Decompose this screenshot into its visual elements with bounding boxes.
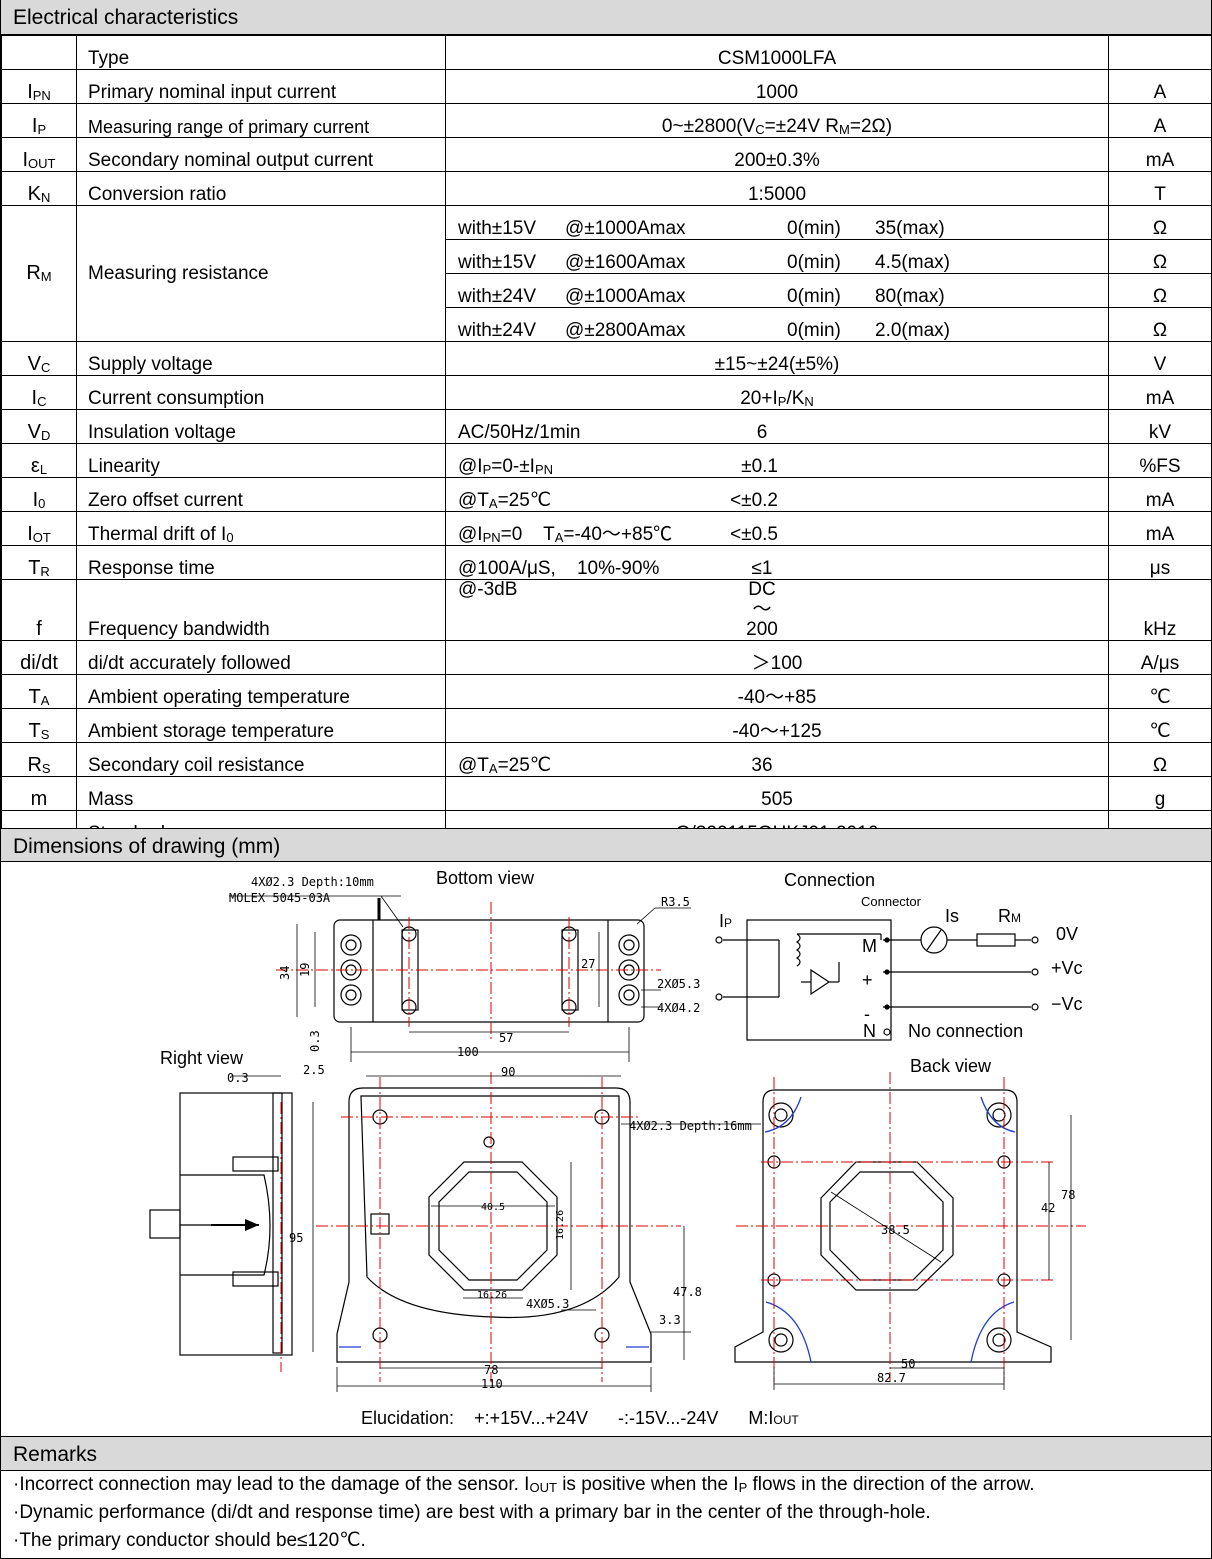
remark-1: ·Incorrect connection may lead to the da… bbox=[13, 1474, 1035, 1495]
elucidation: Elucidation: +:+15V...+24V -:-15V...-24V… bbox=[361, 1408, 799, 1428]
dim-42: 42 bbox=[1041, 1201, 1055, 1215]
conn-vp: +Vc bbox=[1051, 958, 1083, 978]
row-iot: IOT Thermal drift of I0 @IPN=0 TA=-40～+8… bbox=[1, 511, 1212, 546]
conn-plus: + bbox=[862, 970, 873, 990]
conn-is: Is bbox=[945, 906, 959, 926]
conn-minus: - bbox=[864, 1004, 870, 1024]
conn-0v: 0V bbox=[1056, 924, 1078, 944]
dim-19: 19 bbox=[298, 963, 312, 977]
dim-03a: 0.3 bbox=[308, 1030, 322, 1052]
conn-ip: IP bbox=[719, 911, 732, 931]
dim-405: 40.5 bbox=[481, 1202, 505, 1213]
hole53-note: 4XØ5.3 bbox=[526, 1297, 569, 1311]
hole2-note: 2XØ5.3 bbox=[657, 977, 700, 991]
r35-note: R3.5 bbox=[661, 895, 690, 909]
conn-rm: RM bbox=[998, 906, 1021, 926]
connector-label: Connector bbox=[861, 894, 922, 909]
dim-03b: 0.3 bbox=[227, 1071, 249, 1085]
row-vc: VC Supply voltage ±15~±24(±5%) V bbox=[1, 341, 1212, 376]
hole4-note: 4XØ4.2 bbox=[657, 1001, 700, 1015]
back-hole-note: 4XØ2.3 Depth:16mm bbox=[629, 1119, 752, 1133]
row-didt: di/dt di/dt accurately followed ＞100 A/μ… bbox=[1, 639, 1212, 675]
dim-385: 38.5 bbox=[881, 1223, 910, 1237]
dim-57: 57 bbox=[499, 1031, 513, 1045]
row-ic: IC Current consumption 20+IP/KN mA bbox=[1, 375, 1212, 410]
remark-3: ·The primary conductor should be≤120℃. bbox=[13, 1530, 366, 1551]
hole-note: 4XØ2.3 Depth:10mm bbox=[251, 875, 374, 889]
bottom-view-label: Bottom view bbox=[436, 868, 535, 888]
dim-50: 50 bbox=[901, 1357, 915, 1371]
row-m: m Mass 505 g bbox=[1, 775, 1212, 811]
section-electrical: Electrical characteristics bbox=[1, 0, 1211, 35]
dim-27: 27 bbox=[581, 957, 595, 971]
hidden-lines bbox=[339, 1096, 1016, 1363]
dim-90: 90 bbox=[501, 1065, 515, 1079]
section-remarks: Remarks bbox=[1, 1436, 1211, 1471]
dimension-drawing: Bottom view Connection Right view Back v… bbox=[149, 868, 1086, 1428]
row-tr: TR Response time @100A/μS, 10%-90%≤1 μs bbox=[1, 545, 1212, 580]
row-rm-1: RM Measuring resistance with±15V@±1000Am… bbox=[1, 205, 1212, 342]
dim-78a: 78 bbox=[484, 1363, 498, 1377]
row-i0: I0 Zero offset current @TA=25℃<±0.2 mA bbox=[1, 477, 1212, 512]
row-ipn: IPN Primary nominal input current 1000 A bbox=[1, 69, 1212, 104]
dimension-lines bbox=[229, 895, 1072, 1392]
conn-n: N bbox=[863, 1021, 876, 1041]
front-view-drawing bbox=[336, 1087, 652, 1363]
dim-1626b: 16.26 bbox=[477, 1290, 507, 1301]
dim-34: 34 bbox=[278, 966, 292, 980]
row-el: εL Linearity @IP=0-±IPN±0.1 %FS bbox=[1, 443, 1212, 478]
dim-25: 2.5 bbox=[303, 1063, 325, 1077]
row-ts: TS Ambient storage temperature -40～+125 … bbox=[1, 707, 1212, 743]
row-kn: KN Conversion ratio 1:5000 T bbox=[1, 171, 1212, 206]
molex-note: MOLEX 5045-03A bbox=[229, 891, 331, 905]
section-dimensions: Dimensions of drawing (mm) bbox=[1, 828, 1211, 862]
remarks-list: ·Incorrect connection may lead to the da… bbox=[1, 1471, 1211, 1555]
conn-m: M bbox=[862, 936, 877, 956]
remark-2: ·Dynamic performance (di/dt and response… bbox=[13, 1502, 931, 1523]
dim-33: 3.3 bbox=[659, 1313, 681, 1327]
no-connection-label: No connection bbox=[908, 1021, 1023, 1041]
electrical-table: Type CSM1000LFA IPN Primary nominal inpu… bbox=[1, 35, 1212, 845]
dim-1626a: 16.26 bbox=[555, 1210, 566, 1240]
row-ta: TA Ambient operating temperature -40～+85… bbox=[1, 673, 1212, 709]
connection-label: Connection bbox=[784, 870, 875, 890]
bottom-view-drawing bbox=[333, 898, 645, 1023]
row-ip: IP Measuring range of primary current 0~… bbox=[1, 103, 1212, 138]
back-view-label: Back view bbox=[910, 1056, 992, 1076]
dim-478: 47.8 bbox=[673, 1285, 702, 1299]
dim-78b: 78 bbox=[1061, 1188, 1075, 1202]
dim-827: 82.7 bbox=[877, 1371, 906, 1385]
centre-lines bbox=[276, 902, 1086, 1382]
row-iout: IOUT Secondary nominal output current 20… bbox=[1, 137, 1212, 172]
right-view-label: Right view bbox=[160, 1048, 244, 1068]
dim-95: 95 bbox=[289, 1231, 303, 1245]
dim-110: 110 bbox=[481, 1377, 503, 1391]
row-type: Type CSM1000LFA bbox=[1, 35, 1212, 70]
connection-diagram bbox=[715, 919, 1039, 1041]
conn-vm: −Vc bbox=[1051, 994, 1083, 1014]
dim-100: 100 bbox=[457, 1045, 479, 1059]
